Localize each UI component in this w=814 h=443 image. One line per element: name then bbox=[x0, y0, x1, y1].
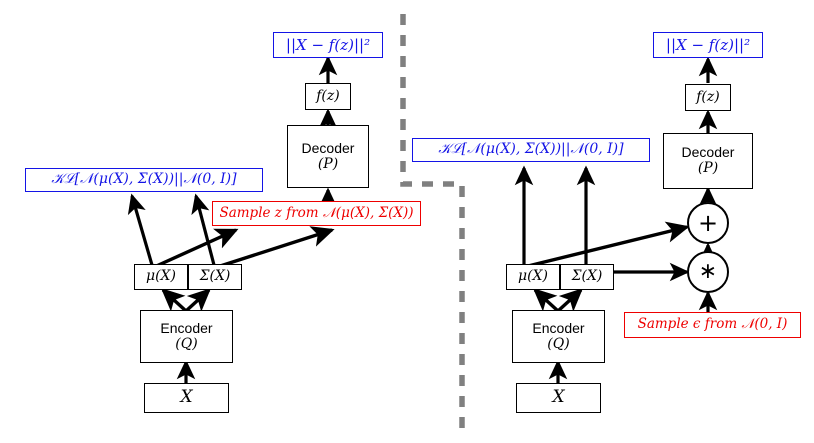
right-decoder-box: Decoder (P) bbox=[663, 133, 753, 189]
right-kl-box: 𝒦ℒ[𝒩(μ(X), Σ(X))||𝒩(0, I)] bbox=[412, 138, 650, 162]
left-loss-box: ||X − f(z)||² bbox=[273, 32, 383, 58]
right-encoder-label: Encoder bbox=[532, 319, 585, 336]
left-input-box: X bbox=[144, 383, 229, 413]
right-input-box: X bbox=[516, 383, 601, 413]
right-mu-box: μ(X) bbox=[506, 264, 560, 290]
left-decoder-sublabel: (P) bbox=[317, 155, 339, 172]
left-sample-label: Sample z from 𝒩(μ(X), Σ(X)) bbox=[219, 204, 414, 221]
multiply-operator: ∗ bbox=[687, 251, 729, 293]
right-sigma-label: Σ(X) bbox=[571, 268, 603, 285]
left-input-label: X bbox=[180, 387, 193, 408]
left-kl-label: 𝒦ℒ[𝒩(μ(X), Σ(X))||𝒩(0, I)] bbox=[51, 171, 237, 188]
right-mu-label: μ(X) bbox=[518, 268, 548, 285]
right-sample-label: Sample ϵ from 𝒩(0, I) bbox=[637, 316, 788, 333]
left-decoder-box: Decoder (P) bbox=[287, 125, 369, 188]
add-operator-label: + bbox=[697, 209, 719, 237]
left-decoder-label: Decoder bbox=[301, 139, 355, 156]
right-loss-box: ||X − f(z)||² bbox=[653, 32, 763, 58]
left-kl-box: 𝒦ℒ[𝒩(μ(X), Σ(X))||𝒩(0, I)] bbox=[25, 168, 263, 192]
right-decoder-label: Decoder bbox=[681, 144, 735, 161]
left-fz-box: f(z) bbox=[305, 83, 351, 110]
left-mu-label: μ(X) bbox=[146, 268, 176, 285]
add-operator: + bbox=[687, 202, 729, 244]
left-sample-box: Sample z from 𝒩(μ(X), Σ(X)) bbox=[212, 201, 421, 226]
left-encoder-box: Encoder (Q) bbox=[140, 310, 233, 363]
left-loss-label: ||X − f(z)||² bbox=[285, 35, 371, 54]
left-encoder-sublabel: (Q) bbox=[175, 335, 198, 352]
right-fz-label: f(z) bbox=[696, 88, 720, 105]
left-sigma-box: Σ(X) bbox=[188, 264, 242, 290]
left-encoder-label: Encoder bbox=[160, 319, 213, 336]
right-loss-label: ||X − f(z)||² bbox=[665, 35, 751, 54]
right-sample-box: Sample ϵ from 𝒩(0, I) bbox=[624, 312, 801, 338]
right-encoder-sublabel: (Q) bbox=[547, 335, 570, 352]
multiply-operator-label: ∗ bbox=[698, 259, 718, 284]
right-kl-label: 𝒦ℒ[𝒩(μ(X), Σ(X))||𝒩(0, I)] bbox=[438, 141, 624, 158]
right-encoder-box: Encoder (Q) bbox=[512, 310, 605, 363]
right-fz-box: f(z) bbox=[685, 84, 731, 111]
right-sigma-box: Σ(X) bbox=[560, 264, 614, 290]
right-decoder-sublabel: (P) bbox=[697, 160, 719, 176]
right-input-label: X bbox=[552, 387, 565, 408]
left-mu-box: μ(X) bbox=[134, 264, 188, 290]
left-sigma-label: Σ(X) bbox=[199, 268, 231, 285]
left-fz-label: f(z) bbox=[316, 87, 340, 104]
